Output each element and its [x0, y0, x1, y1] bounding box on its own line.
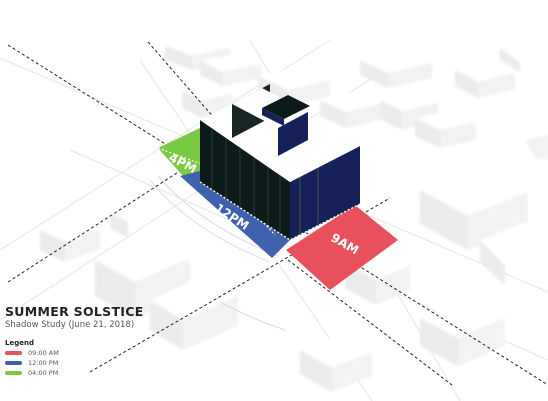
- shadow-am: [286, 205, 398, 290]
- proposed-building: [199, 84, 361, 241]
- context-block-ne-5: [415, 110, 476, 148]
- legend-item-pm: 04:00 PM: [5, 368, 59, 378]
- context-block-west-3: [110, 204, 148, 238]
- diagram-title: SUMMER SOLSTICE: [5, 304, 144, 319]
- legend-title: Legend: [5, 339, 34, 347]
- building-south-face: [290, 146, 360, 240]
- context-block-ne-2: [320, 92, 380, 128]
- diagram-subtitle: Shadow Study (June 21, 2018): [5, 320, 135, 330]
- shadow-noon: [180, 168, 292, 258]
- context-block-east-2: [480, 222, 548, 286]
- context-block-far-ne-2: [500, 42, 548, 72]
- legend-swatch-am: [5, 351, 22, 355]
- context-block-south: [300, 334, 372, 392]
- legend-swatch-noon: [5, 361, 22, 365]
- legend-item-noon: 12:00 PM: [5, 358, 59, 368]
- axis-line-ne-sw-upper: [7, 117, 263, 283]
- shadow-pm: [158, 128, 210, 176]
- context-block-east-3: [525, 135, 548, 160]
- context-block-south-west: [95, 236, 190, 318]
- context-block-west-2: [40, 216, 100, 262]
- axis-line-n-s-lower: [287, 259, 453, 386]
- legend-swatch-pm: [5, 371, 22, 375]
- building-west-face: [200, 120, 290, 240]
- context-block-east-large: [420, 168, 528, 250]
- context-block-ne-4: [380, 92, 438, 130]
- context-block-north-2: [200, 54, 262, 86]
- legend-label-am: 09:00 AM: [28, 349, 59, 357]
- axis-line-ne-sw-lower: [89, 197, 391, 373]
- building-courtyard: [262, 95, 310, 119]
- context-block-far-ne: [455, 62, 515, 98]
- legend-item-am: 09:00 AM: [5, 348, 59, 358]
- legend-label-noon: 12:00 PM: [28, 359, 59, 367]
- road-curves: [149, 175, 286, 331]
- legend-label-pm: 04:00 PM: [28, 369, 59, 377]
- building-tower-south: [278, 112, 308, 156]
- context-block-south-east-2: [420, 298, 505, 366]
- context-buildings: [40, 38, 548, 392]
- context-block-south-west-2: [150, 276, 238, 350]
- context-block-ne-3: [360, 50, 432, 88]
- legend: 09:00 AM 12:00 PM 04:00 PM: [5, 348, 59, 378]
